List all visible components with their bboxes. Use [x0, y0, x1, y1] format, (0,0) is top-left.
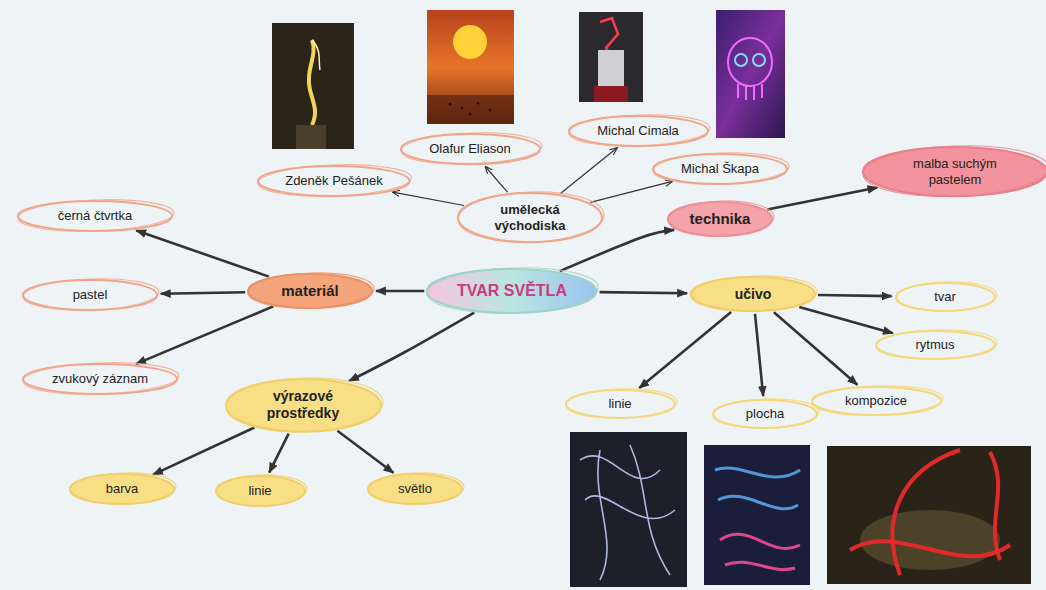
oval-sketch: [565, 387, 677, 420]
oval-shape: [18, 201, 172, 231]
oval-sketch: [367, 471, 464, 505]
arrow-connector: [590, 181, 672, 202]
artwork-photo: [272, 23, 354, 149]
topic-oval: černá čtvrtka: [15, 198, 175, 234]
oval-sketch: [17, 197, 174, 233]
topic-oval: Michal Cimala: [566, 113, 711, 149]
oval-sketch: [690, 274, 817, 313]
branch-oval: umělecká východiska: [455, 190, 605, 245]
topic-oval: linie: [563, 387, 678, 421]
arrow-connector: [376, 290, 424, 293]
arrow-connector: [755, 314, 763, 396]
topic-oval: Michal Škapa: [650, 151, 790, 187]
oval-shape: [427, 269, 596, 313]
oval-sketch: [22, 277, 159, 313]
topic-oval: plocha: [710, 397, 820, 431]
topic-oval: tvar: [893, 280, 998, 314]
node-label: plocha: [746, 406, 784, 422]
oval-sketch: [875, 328, 997, 361]
oval-sketch: [652, 151, 789, 187]
branch-oval: technika: [665, 199, 775, 239]
arrow-connector: [393, 192, 464, 205]
node-label: barva: [106, 481, 139, 497]
node-label: Zdeněk Pešánek: [285, 173, 383, 189]
topic-oval: rytmus: [873, 328, 998, 362]
node-label: malba suchým pastelem: [895, 156, 1015, 187]
node-label: linie: [248, 483, 271, 499]
node-label: světlo: [398, 481, 432, 497]
artwork-photo: [427, 10, 514, 124]
arrow-connector: [818, 295, 892, 296]
arrow-connector: [639, 312, 731, 388]
arrow-connector: [600, 292, 687, 293]
arrow-connector: [136, 306, 273, 363]
arrow-connector: [349, 313, 474, 382]
artwork-photo: [704, 445, 810, 585]
arrow-connector: [767, 188, 877, 210]
topic-oval: Zdeněk Pešánek: [255, 163, 412, 199]
node-label: výrazové prostředky: [253, 388, 353, 422]
topic-oval: kompozice: [809, 384, 944, 418]
oval-sketch: [247, 271, 374, 310]
oval-sketch: [568, 113, 710, 149]
artwork-photo: [827, 446, 1031, 584]
oval-sketch: [895, 280, 997, 313]
node-label: rytmus: [916, 337, 955, 353]
topic-oval: linie: [213, 473, 308, 509]
oval-sketch: [811, 384, 943, 418]
arrow-connector: [153, 428, 254, 475]
oval-shape: [863, 147, 1046, 196]
oval-sketch: [22, 360, 179, 396]
branch-oval: výrazové prostředky: [223, 376, 384, 435]
branch-oval: učivo: [688, 274, 818, 314]
oval-shape: [258, 166, 409, 196]
oval-sketch: [258, 162, 412, 198]
arrow-connector: [269, 434, 288, 473]
arrow-connector: [136, 230, 269, 276]
oval-sketch: [69, 471, 176, 506]
node-label: Michal Škapa: [681, 161, 759, 177]
node-label: Michal Cimala: [597, 123, 679, 139]
topic-oval: Olafur Eliason: [398, 131, 543, 167]
oval-sketch: [427, 265, 600, 316]
arrow-connector: [337, 431, 393, 473]
artwork-photo: [570, 432, 687, 587]
oval-sketch: [667, 199, 774, 238]
oval-shape: [23, 364, 177, 394]
artwork-photo: [579, 12, 643, 102]
oval-sketch: [215, 473, 307, 507]
node-label: umělecká východiska: [485, 202, 575, 233]
artwork-photo: [716, 10, 785, 138]
node-label: materiál: [281, 282, 339, 300]
node-label: linie: [608, 396, 631, 412]
node-label: zvukový záznam: [52, 371, 148, 387]
node-label: tvar: [934, 289, 956, 305]
node-label: technika: [690, 210, 751, 228]
topic-oval: pastel: [20, 277, 160, 313]
topic-oval: světlo: [365, 471, 465, 507]
node-label: pastel: [73, 287, 108, 303]
oval-sketch: [457, 190, 605, 245]
topic-oval: barva: [67, 471, 177, 507]
oval-sketch: [400, 131, 542, 167]
node-label: černá čtvrtka: [58, 208, 132, 224]
oval-sketch: [713, 397, 820, 430]
central-topic: TVAR SVĚTLA: [424, 266, 599, 316]
oval-sketch: [862, 143, 1046, 200]
node-label: kompozice: [845, 393, 907, 409]
arrow-connector: [560, 148, 616, 193]
arrow-connector: [161, 292, 245, 294]
oval-sketch: [225, 375, 384, 434]
arrow-connector: [774, 312, 857, 385]
node-label: učivo: [735, 286, 772, 303]
topic-oval: malba suchým pastelem: [860, 144, 1046, 199]
arrow-connector: [485, 167, 507, 192]
node-label: TVAR SVĚTLA: [457, 281, 567, 300]
topic-oval: zvukový záznam: [20, 361, 180, 397]
node-label: Olafur Eliason: [429, 141, 511, 157]
arrow-connector: [799, 307, 893, 333]
branch-oval: materiál: [245, 271, 375, 311]
